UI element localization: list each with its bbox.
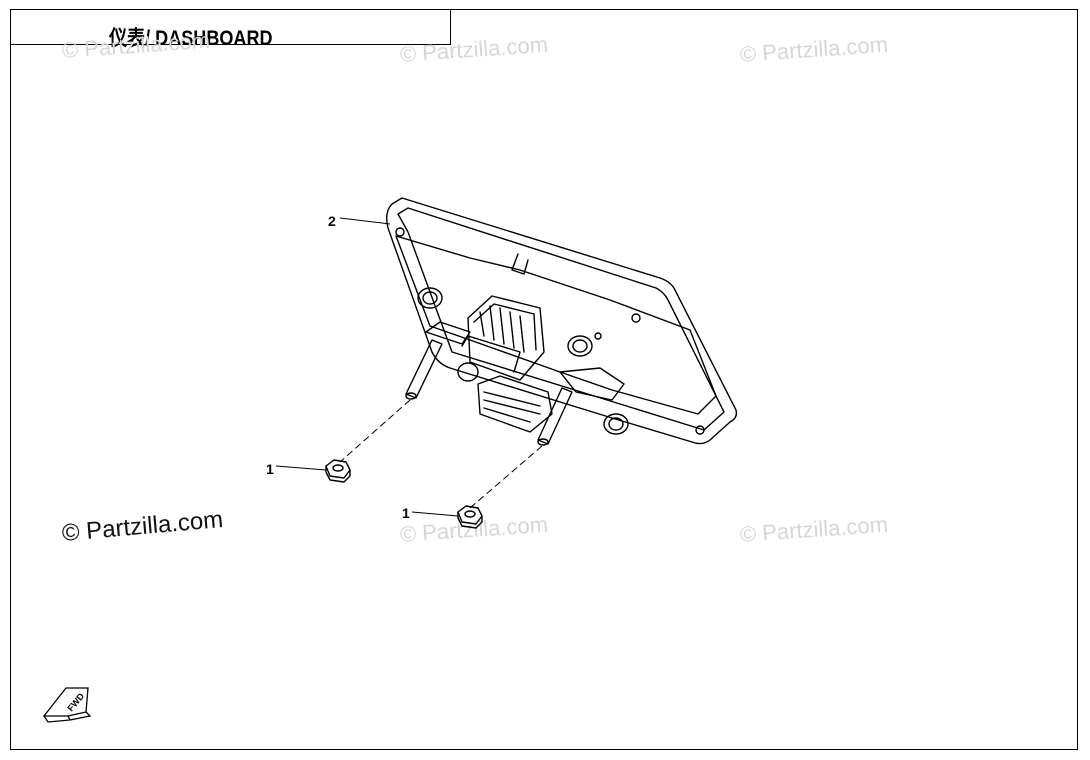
callout-nut-left: 1 (266, 461, 274, 477)
title-box: 仪表/ DASHBOARD (10, 9, 451, 50)
stud-left (405, 339, 443, 399)
dashboard-housing (385, 197, 738, 445)
nut-left (325, 459, 351, 483)
fwd-arrow-icon: FWD (42, 687, 92, 723)
callout-dashboard: 2 (328, 213, 336, 229)
connector-upper (467, 295, 545, 381)
page-title: 仪表/ DASHBOARD (109, 27, 273, 50)
nut-right (457, 505, 483, 529)
connector-lower (477, 375, 553, 433)
drawing-frame (10, 9, 1078, 750)
callout-nut-right: 1 (402, 505, 410, 521)
stud-right (537, 387, 573, 445)
